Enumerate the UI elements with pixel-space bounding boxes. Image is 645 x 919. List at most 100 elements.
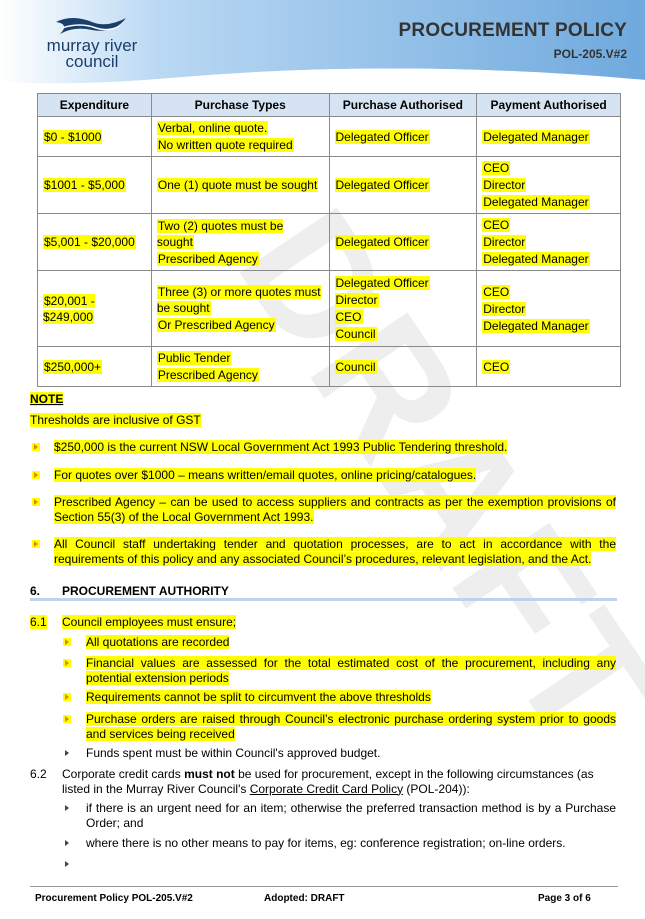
purchase-authorised-cell: Council xyxy=(328,346,478,387)
expenditure-cell: $20,001 - $249,000 xyxy=(37,270,152,347)
bullet-arrow-icon xyxy=(65,805,69,811)
bullet-arrow-icon xyxy=(63,715,71,723)
cell-text: CEO xyxy=(482,161,511,175)
table-header-row: Expenditure Purchase Types Purchase Auth… xyxy=(37,93,621,117)
bullet-arrow-icon xyxy=(65,861,69,867)
bullet-item: All quotations are recorded xyxy=(86,635,230,649)
cell-text: $250,000+ xyxy=(43,359,103,374)
bullet-arrow-icon xyxy=(32,498,40,506)
logo-line2: council xyxy=(65,52,119,71)
column-header: Payment Authorised xyxy=(476,93,621,117)
purchase-types-cell: Verbal, online quote.No written quote re… xyxy=(150,116,330,157)
bullet-item: Funds spent must be within Council's app… xyxy=(86,746,381,760)
cell-text: Or Prescribed Agency xyxy=(156,318,276,332)
cell-text: Delegated Officer xyxy=(334,129,430,144)
cell-text: Director xyxy=(482,178,527,192)
section-heading: 6. PROCUREMENT AUTHORITY xyxy=(30,584,617,601)
cell-text: Three (3) or more quotes must be sought xyxy=(156,285,321,315)
bullet-item: All Council staff undertaking tender and… xyxy=(54,537,616,566)
purchase-types-cell: One (1) quote must be sought xyxy=(150,156,330,214)
column-header: Purchase Types xyxy=(150,93,330,117)
cell-text: Two (2) quotes must be sought xyxy=(156,218,284,249)
cell-text: Delegated Officer xyxy=(334,178,430,192)
policy-link[interactable]: Corporate Credit Card Policy xyxy=(249,781,404,796)
section-title: PROCUREMENT AUTHORITY xyxy=(62,584,229,598)
logo-line1: murray river xyxy=(46,36,138,55)
bullet-arrow-icon xyxy=(63,638,71,646)
cell-text: Delegated Manager xyxy=(482,129,590,144)
bullet-item: Financial values are assessed for the to… xyxy=(86,656,616,685)
header-band xyxy=(0,0,645,90)
subsection-text: Council employees must ensure; xyxy=(62,615,237,629)
footer-center: Adopted: DRAFT xyxy=(264,893,345,904)
bullet-arrow-icon xyxy=(63,659,71,667)
payment-authorised-cell: CEO xyxy=(476,346,621,387)
cell-text: $20,001 - $249,000 xyxy=(43,293,95,324)
logo-text: murray river council xyxy=(44,36,140,71)
document-number: POL-205.V#2 xyxy=(553,47,627,61)
cell-text: CEO xyxy=(482,284,511,299)
column-header: Purchase Authorised xyxy=(328,93,478,117)
cell-text: Public Tender xyxy=(156,351,232,365)
bullet-item: Prescribed Agency – can be used to acces… xyxy=(54,495,616,524)
document-title: PROCUREMENT POLICY xyxy=(398,20,627,41)
cell-text: $0 - $1000 xyxy=(43,129,103,144)
purchase-authorised-cell: Delegated Officer xyxy=(328,213,478,271)
table-row: $1001 - $5,000 One (1) quote must be soug… xyxy=(37,156,621,214)
payment-authorised-cell: Delegated Manager xyxy=(476,116,621,157)
expenditure-cell: $0 - $1000 xyxy=(37,116,152,157)
cell-text: No written quote required xyxy=(156,138,294,152)
column-header: Expenditure xyxy=(37,93,152,117)
bullet-item: $250,000 is the current NSW Local Govern… xyxy=(54,440,508,454)
cell-text: $1001 - $5,000 xyxy=(43,178,126,192)
cell-text: Delegated Officer xyxy=(334,235,430,249)
purchase-authorised-cell: Delegated Officer xyxy=(328,116,478,157)
procurement-threshold-table: Expenditure Purchase Types Purchase Auth… xyxy=(37,93,621,387)
cell-text: CEO xyxy=(482,218,511,232)
footer-page-number: Page 3 of 6 xyxy=(538,893,591,904)
cell-text: Director xyxy=(482,301,527,316)
note-label: NOTE xyxy=(30,392,64,406)
cell-text: Delegated Manager xyxy=(482,252,590,266)
bullet-arrow-icon xyxy=(65,750,69,756)
bullet-item: where there is no other means to pay for… xyxy=(86,836,566,850)
cell-text: Delegated Officer xyxy=(334,276,430,290)
subsection-text: Corporate credit cards must not be used … xyxy=(62,767,594,796)
cell-text: Council xyxy=(334,359,377,374)
cell-text: Prescribed Agency xyxy=(156,251,259,266)
bullet-item: if there is an urgent need for an item; … xyxy=(86,801,616,830)
murray-river-logo-icon xyxy=(56,18,126,34)
expenditure-cell: $5,001 - $20,000 xyxy=(37,213,152,271)
cell-text: Council xyxy=(334,327,377,341)
footer-divider xyxy=(30,886,618,887)
bullet-arrow-icon xyxy=(32,443,40,451)
table-row: $0 - $1000 Verbal, online quote.No writte… xyxy=(37,116,621,157)
section-number: 6. xyxy=(30,584,41,598)
bullet-item: Requirements cannot be split to circumve… xyxy=(86,690,431,704)
bullet-item: For quotes over $1000 – means written/em… xyxy=(54,468,477,482)
bullet-arrow-icon xyxy=(32,471,40,479)
cell-text: One (1) quote must be sought xyxy=(156,178,319,192)
bullet-arrow-icon xyxy=(65,840,69,846)
cell-text: Director xyxy=(334,293,379,307)
table-row: $20,001 - $249,000 Three (3) or more quot… xyxy=(37,270,621,347)
subsection-number: 6.1 xyxy=(30,615,47,629)
purchase-authorised-cell: Delegated Officer xyxy=(328,156,478,214)
cell-text: Delegated Manager xyxy=(482,195,590,209)
footer-left: Procurement Policy POL-205.V#2 xyxy=(35,893,193,904)
cell-text: Prescribed Agency xyxy=(156,368,259,382)
cell-text: Delegated Manager xyxy=(482,318,590,333)
note-line: Thresholds are inclusive of GST xyxy=(30,413,201,427)
expenditure-cell: $250,000+ xyxy=(37,346,152,387)
cell-text: CEO xyxy=(334,310,363,324)
expenditure-cell: $1001 - $5,000 xyxy=(37,156,152,214)
